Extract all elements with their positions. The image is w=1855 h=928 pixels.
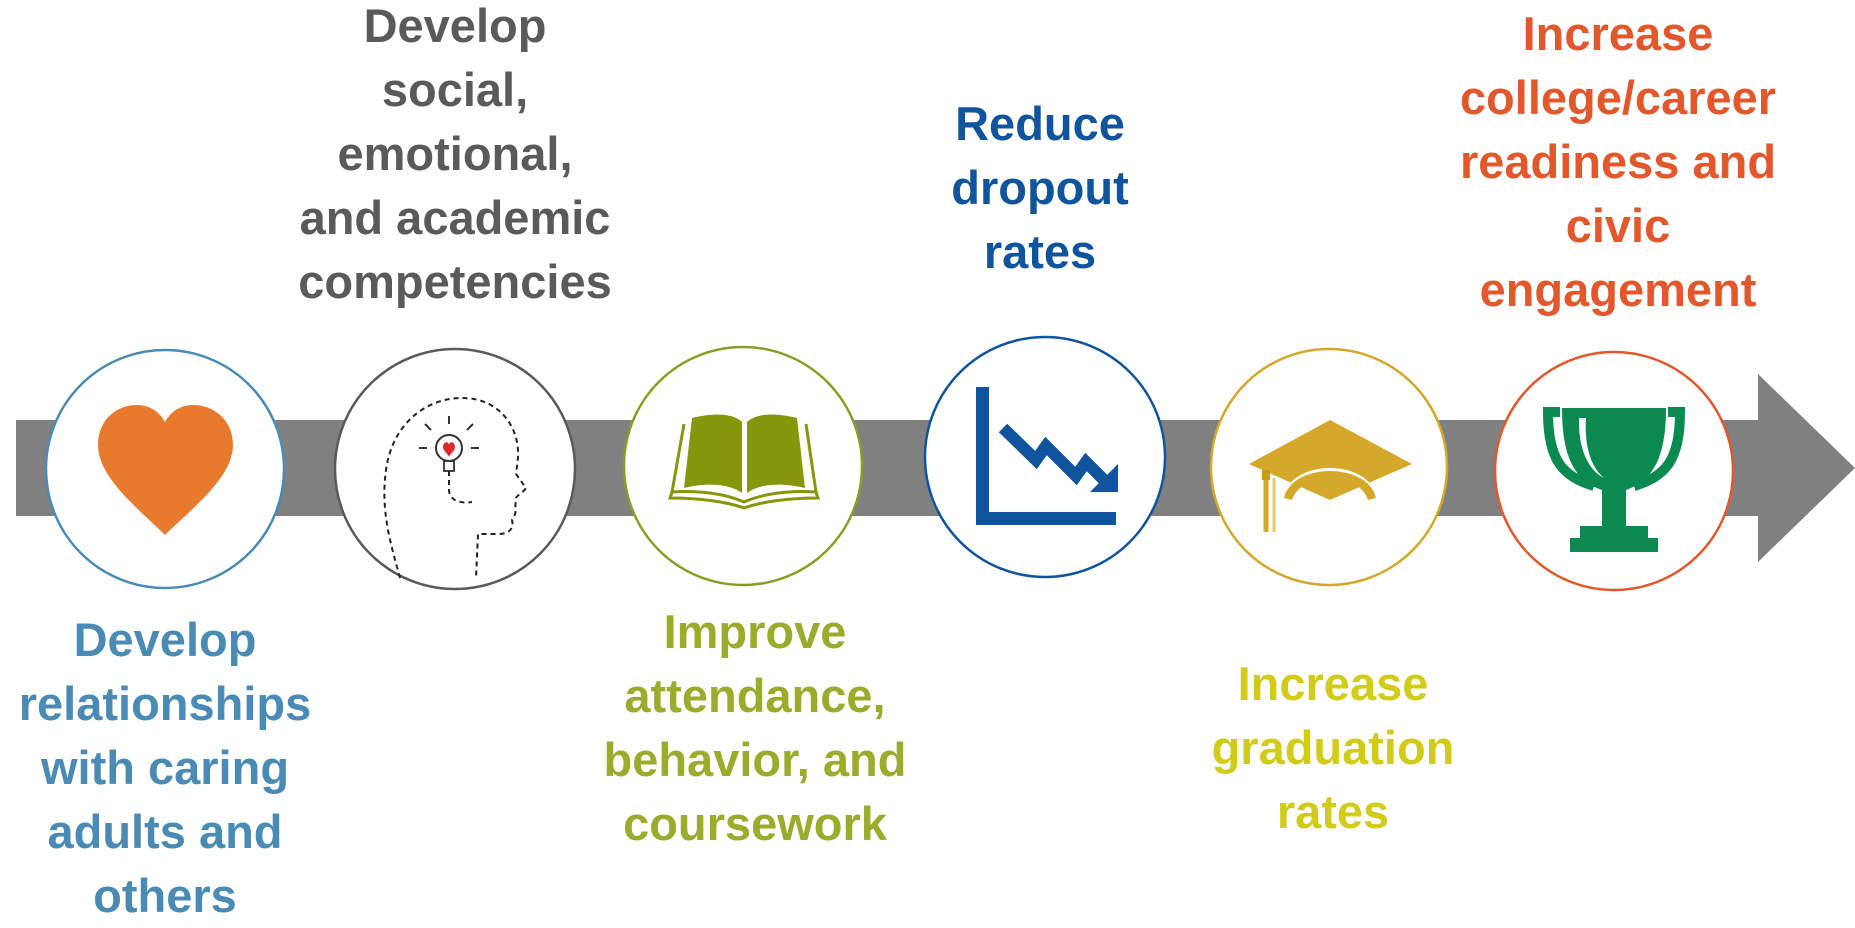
graduation-cap-icon: [1249, 420, 1412, 532]
arrow-head: [1758, 374, 1855, 562]
open-book-icon: [667, 414, 821, 510]
trophy-icon: [1542, 407, 1686, 552]
arrow-shaft: [16, 420, 1761, 516]
step-circle-competencies: [333, 347, 577, 591]
label-relationships: Develop relationships with caring adults…: [18, 613, 312, 922]
label-dropout: Reduce dropout rates: [951, 97, 1129, 278]
label-readiness: Increase college/career readiness and ci…: [1459, 7, 1777, 316]
label-attendance: Improve attendance, behavior, and course…: [603, 605, 907, 850]
heart-icon: [98, 405, 233, 535]
head-lightbulb-icon: [383, 396, 528, 579]
declining-chart-icon: [976, 387, 1118, 525]
step-circle-attendance: [622, 345, 864, 587]
label-competencies: Develop social, emotional, and academic …: [298, 0, 612, 308]
label-graduation: Increase graduation rates: [1211, 657, 1455, 838]
